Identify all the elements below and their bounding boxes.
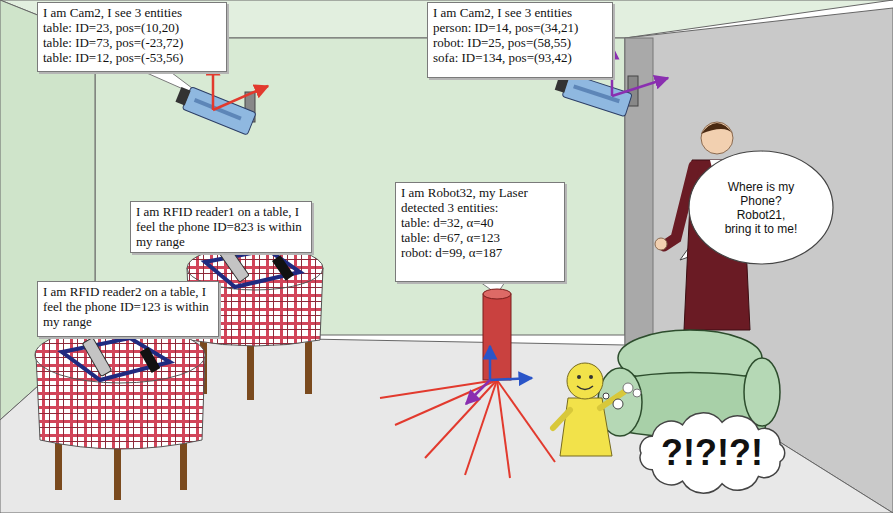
person-hair bbox=[701, 123, 733, 134]
axis-arrow bbox=[466, 380, 490, 404]
laser-beam bbox=[465, 380, 497, 475]
camera-body bbox=[182, 87, 256, 135]
rfid-reader bbox=[62, 338, 170, 380]
speech-text: Where is my Phone? Robot21, bring it to … bbox=[723, 180, 799, 236]
callout-text: person: ID=14, pos=(34,21) bbox=[433, 20, 607, 35]
phone bbox=[82, 338, 111, 377]
thought-dot bbox=[613, 399, 623, 409]
callout-text: table: ID=23, pos=(10,20) bbox=[43, 20, 221, 35]
table-leg bbox=[247, 342, 254, 400]
callout-box: I am RFID reader2 on a table, I feel the… bbox=[37, 281, 219, 337]
person-head bbox=[701, 122, 733, 154]
robot-eye bbox=[589, 375, 593, 379]
axis-arrow bbox=[489, 346, 492, 380]
table-leg bbox=[305, 336, 312, 394]
rfid-reader bbox=[205, 250, 300, 287]
robot-top bbox=[483, 289, 511, 299]
robot-arm bbox=[553, 410, 570, 428]
callout-text: I am RFID reader1 on a table, I feel the… bbox=[136, 204, 306, 249]
callout-text: robot: ID=25, pos=(58,55) bbox=[433, 35, 607, 50]
callout-text: table: ID=12, pos=(-53,56) bbox=[43, 50, 221, 65]
callout-box: I am RFID reader1 on a table, I feel the… bbox=[130, 201, 312, 253]
callout-text: I am RFID reader2 on a table, I feel the… bbox=[43, 284, 213, 329]
axis-arrow bbox=[612, 78, 668, 96]
sofa-arm bbox=[744, 358, 780, 426]
thought-cloud: ?!?!?! bbox=[632, 414, 792, 492]
wallet bbox=[272, 255, 294, 280]
thought-dot bbox=[603, 393, 609, 399]
person-hand bbox=[655, 238, 667, 250]
speech-ellipse bbox=[689, 151, 833, 264]
robot-smile bbox=[577, 386, 593, 390]
camera-body bbox=[562, 73, 632, 116]
axis-arrow bbox=[490, 378, 532, 380]
thought-text: ?!?!?! bbox=[661, 433, 763, 473]
callout-text: I am Cam2, I see 3 entities bbox=[43, 5, 221, 20]
callout-text: sofa: ID=134, pos=(93,42) bbox=[433, 50, 607, 65]
laser-beam bbox=[395, 380, 497, 425]
speech-bubble: Where is my Phone? Robot21, bring it to … bbox=[688, 150, 834, 265]
robot-body bbox=[483, 294, 511, 380]
callout-box: I am Robot32, my Laser detected 3 entiti… bbox=[395, 182, 565, 282]
callout-text: I am Robot32, my Laser detected 3 entiti… bbox=[401, 185, 559, 215]
table-leg bbox=[114, 442, 121, 500]
callout-text: table: ID=73, pos=(-23,72) bbox=[43, 35, 221, 50]
callout-text: I am Cam2, I see 3 entities bbox=[433, 5, 607, 20]
callout-text: table: d=32, α=40 bbox=[401, 215, 559, 230]
laser-beam bbox=[497, 380, 555, 462]
callout-box: I am Cam2, I see 3 entitiesperson: ID=14… bbox=[427, 2, 613, 78]
callout-text: robot: d=99, α=187 bbox=[401, 245, 559, 260]
robot-arm bbox=[600, 392, 624, 408]
callout-text: table: d=67, α=123 bbox=[401, 230, 559, 245]
robot-hand bbox=[633, 389, 641, 397]
cloud-shape bbox=[640, 413, 785, 493]
wallet bbox=[140, 347, 161, 373]
robot-eye bbox=[577, 375, 581, 379]
right-wall bbox=[625, 8, 893, 513]
axis-arrow bbox=[213, 86, 268, 110]
callout-box: I am Cam2, I see 3 entitiestable: ID=23,… bbox=[37, 2, 227, 72]
laser-beam bbox=[425, 380, 497, 458]
robot-head bbox=[567, 363, 603, 399]
robot-hand bbox=[623, 383, 633, 393]
camera-lens bbox=[175, 87, 190, 106]
